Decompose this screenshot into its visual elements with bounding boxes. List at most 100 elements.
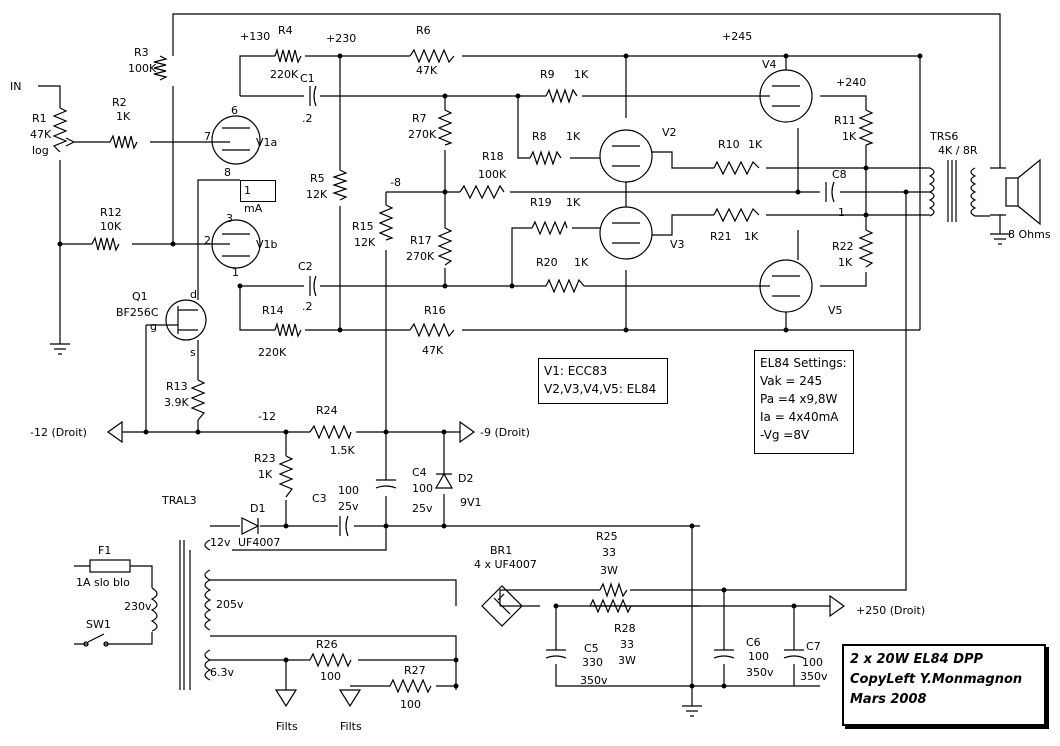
label-r24-value: 1.5K	[330, 444, 355, 457]
tube-types-line-2: V2,V3,V4,V5: EL84	[544, 382, 657, 396]
label-r17-value: 270K	[406, 250, 435, 263]
1ma-indicator: 1 mA	[240, 180, 276, 215]
tube-types-note: V1: ECC83 V2,V3,V4,V5: EL84	[538, 358, 668, 404]
label-r11-name: R11	[834, 114, 856, 127]
label-v3: V3	[670, 238, 685, 251]
label-r6-value: 47K	[416, 64, 438, 77]
label-c5-name: C5	[584, 642, 599, 655]
label-v245: +245	[722, 30, 752, 43]
label-c6-name: C6	[746, 636, 761, 649]
component-labels: IN R1 47K log R2 1K R3 100K R4 220K +130…	[10, 24, 1051, 733]
label-d1-name: D1	[250, 502, 265, 515]
label-v4: V4	[762, 58, 777, 71]
label-c3-name: C3	[312, 492, 327, 505]
label-vm8: -8	[390, 176, 401, 189]
label-r13-value: 3.9K	[164, 396, 189, 409]
label-r8-value: 1K	[566, 130, 581, 143]
label-r22-value: 1K	[838, 256, 853, 269]
tubes	[211, 69, 813, 313]
label-c7-voltage: 350v	[800, 670, 828, 683]
label-c6-voltage: 350v	[746, 666, 774, 679]
label-r16-value: 47K	[422, 344, 444, 357]
label-r1-value: 47K	[30, 128, 52, 141]
label-r7-value: 270K	[408, 128, 437, 141]
pin-v1b-3: 3	[226, 212, 233, 225]
label-c7-name: C7	[806, 640, 821, 653]
label-r18-name: R18	[482, 150, 504, 163]
label-c4-name: C4	[412, 466, 427, 479]
label-r9-value: 1K	[574, 68, 589, 81]
label-trs6-value: 4K / 8R	[938, 144, 978, 157]
label-c2-value: .2	[302, 300, 313, 313]
pin-v1a-8: 8	[224, 166, 231, 179]
label-r21-value: 1K	[744, 230, 759, 243]
label-c7-value: 100	[802, 656, 823, 669]
label-r14-name: R14	[262, 304, 284, 317]
label-r21-name: R21	[710, 230, 732, 243]
junctions	[57, 53, 923, 689]
label-r1-name: R1	[32, 112, 47, 125]
label-r12-value: 10K	[100, 220, 122, 233]
label-c6-value: 100	[748, 650, 769, 663]
label-r2-value: 1K	[116, 110, 131, 123]
pin-labels: 6 7 8 3 2 1 d s g	[150, 104, 239, 359]
label-r5-name: R5	[310, 172, 325, 185]
label-c1-value: .2	[302, 112, 313, 125]
capacitors	[309, 85, 835, 659]
pin-q1-d: d	[190, 288, 197, 301]
el84-settings-title: EL84 Settings:	[760, 356, 847, 370]
label-r4-name: R4	[278, 24, 293, 37]
title-line-1: 2 x 20W EL84 DPP	[850, 652, 984, 667]
label-r15-value: 12K	[354, 236, 376, 249]
label-8-ohms: 8 Ohms	[1008, 228, 1051, 241]
label-c1-name: C1	[300, 72, 315, 85]
label-r28-power: 3W	[618, 654, 636, 667]
label-r20-value: 1K	[574, 256, 589, 269]
label-c8-name: C8	[832, 168, 847, 181]
label-d1-type: UF4007	[238, 536, 280, 549]
pin-q1-s: s	[190, 346, 196, 359]
label-r8-name: R8	[532, 130, 547, 143]
label-r15-name: R15	[352, 220, 374, 233]
label-rail-250: +250 (Droit)	[856, 604, 925, 617]
label-sw1: SW1	[86, 618, 111, 631]
label-c2-name: C2	[298, 260, 313, 273]
label-r2-name: R2	[112, 96, 127, 109]
label-r4-value: 220K	[270, 68, 299, 81]
wires	[38, 13, 1006, 706]
label-12v: 12v	[210, 536, 231, 549]
q1-jfet	[146, 299, 207, 341]
label-c3-value: 100	[338, 484, 359, 497]
label-6-3v: 6.3v	[210, 666, 234, 679]
label-r18-value: 100K	[478, 168, 507, 181]
el84-settings-vak: Vak = 245	[760, 374, 823, 388]
label-v1b: V1b	[256, 238, 278, 251]
label-r24-name: R24	[316, 404, 338, 417]
el84-settings-note: EL84 Settings: Vak = 245 Pa =4 x9,8W Ia …	[754, 350, 854, 454]
label-r3-name: R3	[134, 46, 149, 59]
label-230v: 230v	[124, 600, 152, 613]
label-r17-name: R17	[410, 234, 432, 247]
label-r13-name: R13	[166, 380, 188, 393]
label-v5: V5	[828, 304, 843, 317]
label-205v: 205v	[216, 598, 244, 611]
label-r19-name: R19	[530, 196, 552, 209]
label-v240: +240	[836, 76, 866, 89]
label-trs6-name: TRS6	[929, 130, 958, 143]
label-r7-name: R7	[412, 112, 427, 125]
label-r20-name: R20	[536, 256, 558, 269]
pin-v1a-6: 6	[231, 104, 238, 117]
label-c5-voltage: 350v	[580, 674, 608, 687]
label-r28-value: 33	[620, 638, 634, 651]
el84-settings-pa: Pa =4 x9,8W	[760, 392, 838, 406]
1ma-label: 1 mA	[244, 184, 263, 215]
label-r22-name: R22	[832, 240, 854, 253]
label-q1-type: BF256C	[116, 306, 159, 319]
diodes	[241, 472, 523, 627]
label-r16-name: R16	[424, 304, 446, 317]
label-rail-m12: -12 (Droit)	[30, 426, 87, 439]
label-r27-name: R27	[404, 664, 426, 677]
label-r9-name: R9	[540, 68, 555, 81]
tube-types-line-1: V1: ECC83	[544, 364, 608, 378]
